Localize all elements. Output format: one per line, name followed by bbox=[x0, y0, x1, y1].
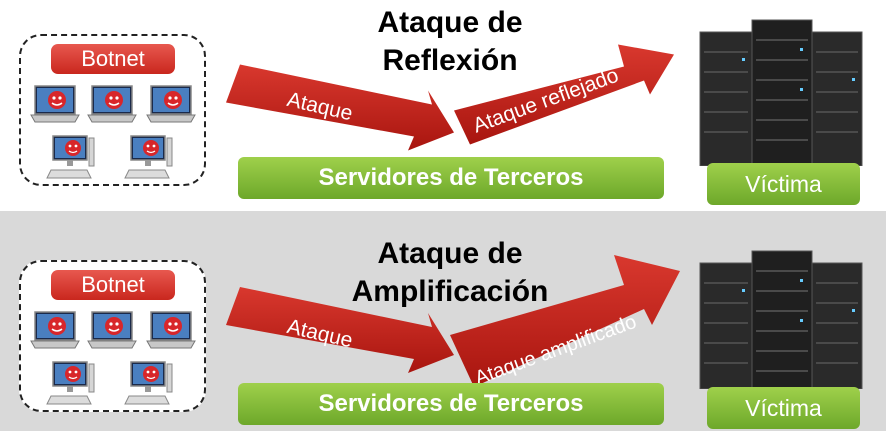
attack-arrow bbox=[226, 287, 454, 373]
server-rack-icon bbox=[699, 250, 863, 389]
server-rack-icon bbox=[699, 19, 863, 166]
devil-face-icon bbox=[48, 91, 66, 109]
title-line-2: Amplificación bbox=[351, 275, 549, 308]
attack-arrows bbox=[226, 255, 680, 387]
botnet-group: Botnet bbox=[19, 260, 206, 412]
victim-label: Víctima bbox=[707, 387, 860, 429]
botnet-group: Botnet bbox=[19, 34, 206, 186]
devil-face-icon bbox=[164, 91, 182, 109]
amplification-panel: Botnet bbox=[0, 211, 886, 431]
desktop-icon bbox=[46, 361, 95, 405]
title-line-1: Ataque de bbox=[377, 237, 523, 270]
botnet-label: Botnet bbox=[51, 44, 175, 74]
laptop-icon bbox=[87, 85, 137, 123]
laptop-icon bbox=[87, 311, 137, 349]
reflected-attack-arrow bbox=[454, 44, 674, 145]
devil-face-icon bbox=[164, 317, 182, 335]
title-line-1: Ataque de bbox=[377, 6, 523, 39]
laptop-icon bbox=[146, 311, 196, 349]
devil-face-icon bbox=[48, 317, 66, 335]
victim-label: Víctima bbox=[707, 163, 860, 205]
devil-face-icon bbox=[143, 366, 159, 382]
amplified-attack-arrow bbox=[450, 255, 680, 387]
laptop-icon bbox=[30, 85, 80, 123]
title-line-2: Reflexión bbox=[382, 44, 518, 77]
desktop-icon bbox=[46, 135, 95, 179]
attack-arrow bbox=[226, 64, 454, 151]
laptop-icon bbox=[30, 311, 80, 349]
devil-face-icon bbox=[105, 317, 123, 335]
laptop-icon bbox=[146, 85, 196, 123]
diagram-title: Ataque de Reflexión bbox=[300, 4, 600, 80]
desktop-icon bbox=[124, 135, 173, 179]
third-party-servers-bar: Servidores de Terceros bbox=[238, 383, 664, 425]
third-party-servers-bar: Servidores de Terceros bbox=[238, 157, 664, 199]
reflection-panel: Botnet bbox=[0, 0, 886, 211]
devil-face-icon bbox=[143, 140, 159, 156]
diagram-title: Ataque de Amplificación bbox=[300, 235, 600, 311]
botnet-label: Botnet bbox=[51, 270, 175, 300]
desktop-icon bbox=[124, 361, 173, 405]
devil-face-icon bbox=[65, 366, 81, 382]
devil-face-icon bbox=[105, 91, 123, 109]
attack-arrows bbox=[226, 44, 674, 151]
devil-face-icon bbox=[65, 140, 81, 156]
